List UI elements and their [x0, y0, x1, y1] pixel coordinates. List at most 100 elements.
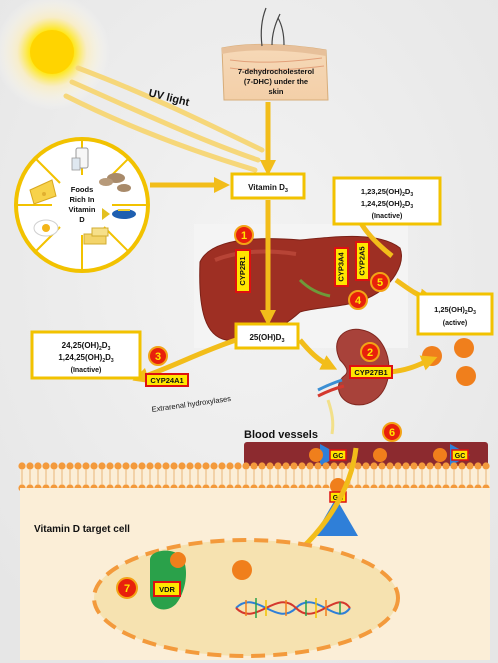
membrane-lipid [386, 462, 394, 470]
active-line1: 1,25(OH)2D3 [434, 305, 476, 316]
cell-membrane [18, 462, 490, 492]
vitamin-d3-main: Vitamin D [248, 183, 285, 192]
svg-text:4: 4 [355, 295, 362, 307]
step-7-badge: 7 [116, 577, 138, 599]
step-1-badge: 1 [234, 225, 254, 245]
calcidiol-label: 25(OH)D3 [249, 333, 284, 344]
nucleus-molecule [232, 560, 252, 580]
svg-text:7: 7 [124, 583, 130, 595]
vitamin-d3-box [230, 172, 306, 200]
membrane-lipid [442, 462, 450, 470]
skin-label-line1: 7-dehydrocholesterol [238, 67, 314, 76]
membrane-lipid [90, 462, 98, 470]
vitamin-d3-sub: 3 [285, 188, 288, 194]
membrane-lipid [34, 462, 42, 470]
inactive-metabolites-right-box [332, 176, 442, 226]
svg-text:CYP27B1: CYP27B1 [354, 368, 387, 377]
svg-text:CYP24A1: CYP24A1 [150, 376, 183, 385]
svg-text:2: 2 [367, 347, 373, 359]
svg-text:CYP2A5: CYP2A5 [357, 246, 366, 275]
membrane-lipid [370, 462, 378, 470]
inactive-metabolites-left-box [30, 330, 142, 380]
inactive-left-line2: 1,24,25(OH)2D3 [58, 353, 114, 364]
vessel-molecule [373, 448, 387, 462]
membrane-lipid [130, 462, 138, 470]
gc-carrier: GC [433, 444, 470, 466]
step-6-badge: 6 [382, 422, 402, 442]
inactive-right-line3: (Inactive) [372, 213, 403, 220]
step-2-badge: 2 [360, 342, 380, 362]
membrane-lipid [218, 462, 226, 470]
membrane-lipid [474, 462, 482, 470]
cyp2r1-enzyme: CYP2R1 [235, 249, 251, 293]
membrane-lipid [114, 462, 122, 470]
membrane-lipid [138, 462, 146, 470]
inactive-left-line3: (Inactive) [71, 367, 102, 374]
svg-text:CYP3A4: CYP3A4 [336, 252, 345, 282]
membrane-lipid [258, 462, 266, 470]
gc-carrier: GC [309, 444, 347, 466]
cyp24a1-enzyme: CYP24A1 [145, 373, 189, 387]
vdr-receptor: VDR [150, 550, 187, 610]
membrane-lipid [410, 462, 418, 470]
foods-label-line1: Foods [71, 185, 94, 194]
membrane-lipid [354, 462, 362, 470]
membrane-lipid [154, 462, 162, 470]
membrane-lipid [426, 462, 434, 470]
milk-icon [71, 147, 89, 171]
step-4-badge: 4 [348, 290, 368, 310]
svg-text:5: 5 [377, 277, 383, 289]
skin-illustration [221, 7, 329, 101]
membrane-lipid [362, 462, 370, 470]
membrane-lipid [434, 462, 442, 470]
membrane-lipid [290, 462, 298, 470]
svg-text:6: 6 [389, 427, 395, 439]
membrane-lipid [330, 462, 338, 470]
membrane-lipid [402, 462, 410, 470]
active-molecule [454, 338, 474, 358]
membrane-lipid [394, 462, 402, 470]
membrane-lipid [338, 462, 346, 470]
membrane-lipid [298, 462, 306, 470]
cyp2a5-enzyme: CYP2A5 [355, 241, 370, 281]
membrane-lipid [466, 462, 474, 470]
target-cell-label: Vitamin D target cell [34, 524, 130, 535]
membrane-lipid [186, 462, 194, 470]
uv-rays [63, 65, 265, 173]
blood-vessel [244, 442, 488, 468]
inactive-left-line1: 24,25(OH)2D3 [62, 341, 111, 352]
fish-icon [102, 208, 136, 220]
membrane-lipid [226, 462, 234, 470]
foods-circle [14, 137, 150, 273]
membrane-lipid [42, 462, 50, 470]
membrane-lipid [250, 462, 258, 470]
mushroom-icon [99, 173, 131, 192]
svg-text:3: 3 [155, 351, 161, 363]
membrane-lipid [202, 462, 210, 470]
membrane-lipid [322, 462, 330, 470]
svg-text:1: 1 [241, 230, 247, 242]
dna-icon [235, 598, 351, 618]
active-line2: (active) [443, 320, 468, 327]
kidney-to-active-arrow [389, 355, 438, 375]
membrane-lipid [26, 462, 34, 470]
membrane-lipid [234, 462, 242, 470]
inactive-right-line1: 1,23,25(OH)2D3 [361, 187, 413, 198]
membrane-lipid [450, 462, 458, 470]
membrane-lipid [170, 462, 178, 470]
svg-text:VDR: VDR [159, 585, 175, 594]
vitamin-d3-label: Vitamin D3 [248, 183, 288, 194]
membrane-lipid [50, 462, 58, 470]
nucleus [92, 538, 400, 658]
membrane-lipid [210, 462, 218, 470]
active-molecule [456, 366, 476, 386]
cyp3a4-enzyme: CYP3A4 [334, 247, 349, 287]
membrane-lipid [162, 462, 170, 470]
svg-text:CYP2R1: CYP2R1 [238, 256, 247, 285]
membrane-lipid [98, 462, 106, 470]
step-3-badge: 3 [148, 346, 168, 366]
skin-label-line3: skin [268, 87, 283, 96]
membrane-lipid [122, 462, 130, 470]
membrane-lipid [74, 462, 82, 470]
